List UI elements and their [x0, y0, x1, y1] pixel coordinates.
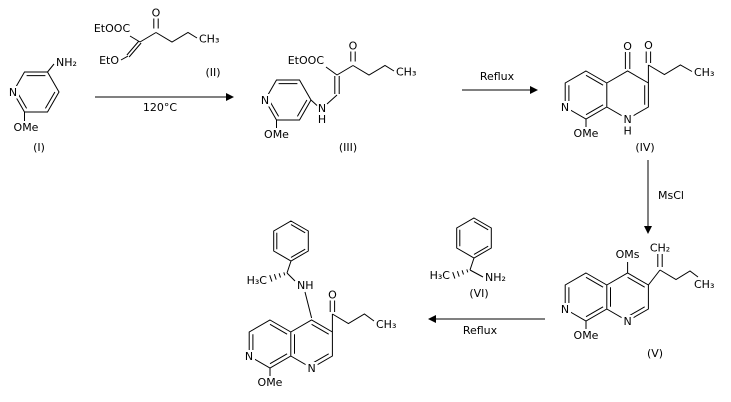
arrow-head: [428, 315, 436, 323]
label-backdrop: [243, 350, 255, 363]
label-backdrop: [621, 315, 634, 328]
condition-step4: Reflux: [463, 324, 498, 337]
compound-vi-bonds: [452, 217, 492, 279]
stereo-methyl-label: H₃C: [247, 274, 268, 287]
compound-iii: N N H OMe EtOOC O CH₃ (III): [259, 40, 416, 154]
methylene-label: CH₂: [650, 242, 670, 255]
nh-nitrogen-label: N: [623, 113, 631, 126]
mesylate-label: OMs: [616, 248, 640, 261]
label-backdrop: [259, 94, 271, 107]
ring-nitrogen1-label: N: [245, 350, 253, 363]
condition-step1: 120°C: [143, 101, 177, 114]
oxo-oxygen-label: O: [623, 40, 632, 53]
amine-label: NH₂: [485, 271, 506, 284]
compound-i: N NH₂ OMe (I): [7, 56, 77, 154]
reaction-arrow-2: Reflux: [462, 70, 538, 94]
methyl-label: CH₃: [694, 66, 714, 79]
compound-ii: EtOOC O EtO CH₃ (II): [94, 7, 221, 80]
compound-iv: N N H O O CH₃ OMe (IV): [559, 39, 714, 154]
ester-label: EtOOC: [288, 54, 325, 67]
arrow-head: [530, 86, 538, 94]
compound-iv-bonds: [564, 51, 693, 127]
ketone-oxygen-label: O: [349, 40, 358, 53]
reaction-arrow-4: Reflux: [428, 315, 545, 337]
methoxy-label: OMe: [258, 376, 283, 389]
ring-nitrogen1-label: N: [561, 303, 569, 316]
label-backdrop: [559, 303, 571, 316]
methyl-label: CH₃: [199, 33, 219, 46]
label-backdrop: [559, 101, 571, 114]
compound-iii-label: (III): [339, 141, 357, 154]
ketone-oxygen-label: O: [328, 289, 337, 302]
ester-label: EtOOC: [94, 22, 131, 35]
reaction-arrow-3: MsCl: [644, 160, 684, 234]
compound-vi: H₃C NH₂ (VI): [430, 217, 506, 300]
arrow-head: [226, 93, 234, 101]
compound-iii-bonds: [264, 51, 395, 128]
ethoxy-label: EtO: [99, 54, 119, 67]
ketone-oxygen-label: O: [644, 39, 653, 52]
compound-vi-label: (VI): [469, 287, 488, 300]
amine-label: NH₂: [56, 56, 77, 69]
compound-product-bonds: [248, 220, 375, 376]
ring-nitrogen2-label: N: [307, 362, 315, 375]
ketone-oxygen-label: O: [152, 7, 161, 20]
label-backdrop: [305, 362, 318, 375]
compound-iv-label: (IV): [635, 141, 654, 154]
nh-hydrogen-label: H: [318, 113, 326, 126]
methyl-label: CH₃: [396, 66, 416, 79]
label-backdrop: [621, 113, 634, 126]
methyl-label: CH₃: [694, 278, 714, 291]
compound-v: N N OMs CH₂ CH₃ OMe (V): [559, 242, 714, 360]
compound-i-label: (I): [33, 141, 45, 154]
compound-v-bonds: [564, 254, 699, 329]
arrow-head: [644, 226, 652, 234]
ring-nitrogen2-label: N: [623, 315, 631, 328]
compound-ii-label: (II): [205, 66, 220, 79]
nh-nitrogen-label: N: [318, 102, 326, 115]
methyl-label: CH₃: [376, 318, 396, 331]
methoxy-label: OMe: [14, 121, 39, 134]
ring-nitrogen-label: N: [261, 94, 269, 107]
reaction-arrow-1: 120°C: [95, 93, 234, 114]
compound-v-label: (V): [647, 347, 663, 360]
methoxy-label: OMe: [574, 127, 599, 140]
compound-ii-bonds: [120, 18, 198, 61]
nh-hydrogen-label: H: [623, 125, 631, 138]
methoxy-label: OMe: [264, 128, 289, 141]
stereo-methyl-label: H₃C: [430, 269, 451, 282]
condition-step3: MsCl: [658, 189, 684, 202]
ring-nitrogen-label: N: [561, 101, 569, 114]
ring-nitrogen-label: N: [9, 86, 17, 99]
compound-i-bonds: [12, 63, 60, 121]
compound-product: H₃C NH N N O CH₃ OMe: [243, 220, 396, 389]
amine-nh-label: NH: [297, 279, 314, 292]
label-backdrop: [7, 86, 19, 99]
methoxy-label: OMe: [574, 329, 599, 342]
condition-step2: Reflux: [480, 70, 515, 83]
